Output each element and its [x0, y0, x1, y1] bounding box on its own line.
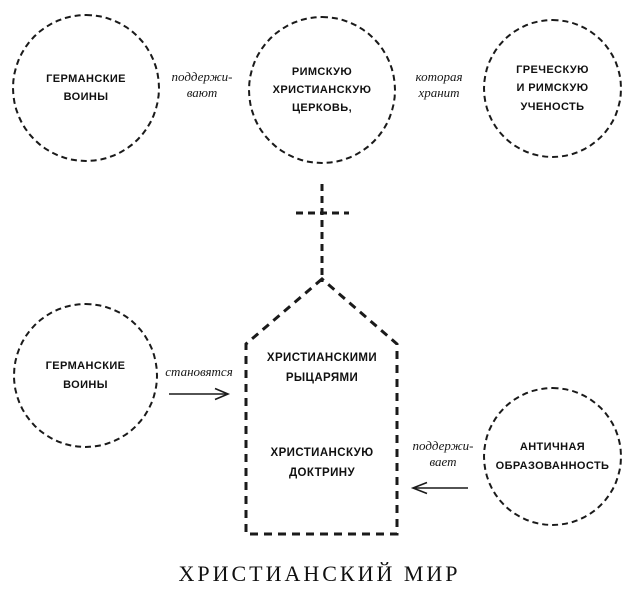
church-text-doctrine: ХРИСТИАНСКУЮ ДОКТРИНУ — [270, 447, 374, 480]
arrow-left-icon — [410, 481, 468, 495]
arrow-right-icon — [169, 387, 231, 401]
label-support-top: поддержи- вают — [171, 69, 233, 101]
circle-german-warriors-top-label: ГЕРМАНСКИЕ ВОИНЫ — [46, 72, 126, 103]
label-become: становятся — [165, 364, 233, 379]
church-text-knights: ХРИСТИАНСКИМИ РЫЦАРЯМИ — [266, 352, 378, 385]
circle-greek-roman-learning: ГРЕЧЕСКУЮ И РИМСКУЮ УЧЕНОСТЬ — [483, 19, 622, 158]
circle-german-warriors-bottom: ГЕРМАНСКИЕ ВОИНЫ — [13, 303, 158, 448]
label-supports-bottom: поддержи- вает — [412, 438, 474, 470]
circle-german-warriors-top: ГЕРМАНСКИЕ ВОИНЫ — [12, 14, 160, 162]
church-outline — [244, 277, 399, 536]
circle-ancient-learning-label: АНТИЧНАЯ ОБРАЗОВАННОСТЬ — [495, 441, 610, 472]
circle-roman-christian-church: РИМСКУЮ ХРИСТИАНСКУЮ ЦЕРКОВЬ, — [248, 16, 396, 164]
label-which-keeps: которая хранит — [415, 69, 463, 101]
circle-roman-christian-church-label: РИМСКУЮ ХРИСТИАНСКУЮ ЦЕРКОВЬ, — [272, 65, 372, 115]
circle-greek-roman-learning-label: ГРЕЧЕСКУЮ И РИМСКУЮ УЧЕНОСТЬ — [516, 64, 589, 113]
circle-german-warriors-bottom-label: ГЕРМАНСКИЕ ВОИНЫ — [45, 360, 126, 391]
circle-ancient-learning: АНТИЧНАЯ ОБРАЗОВАННОСТЬ — [483, 387, 622, 526]
caption-christian-world: ХРИСТИАНСКИЙ МИР — [178, 561, 461, 586]
